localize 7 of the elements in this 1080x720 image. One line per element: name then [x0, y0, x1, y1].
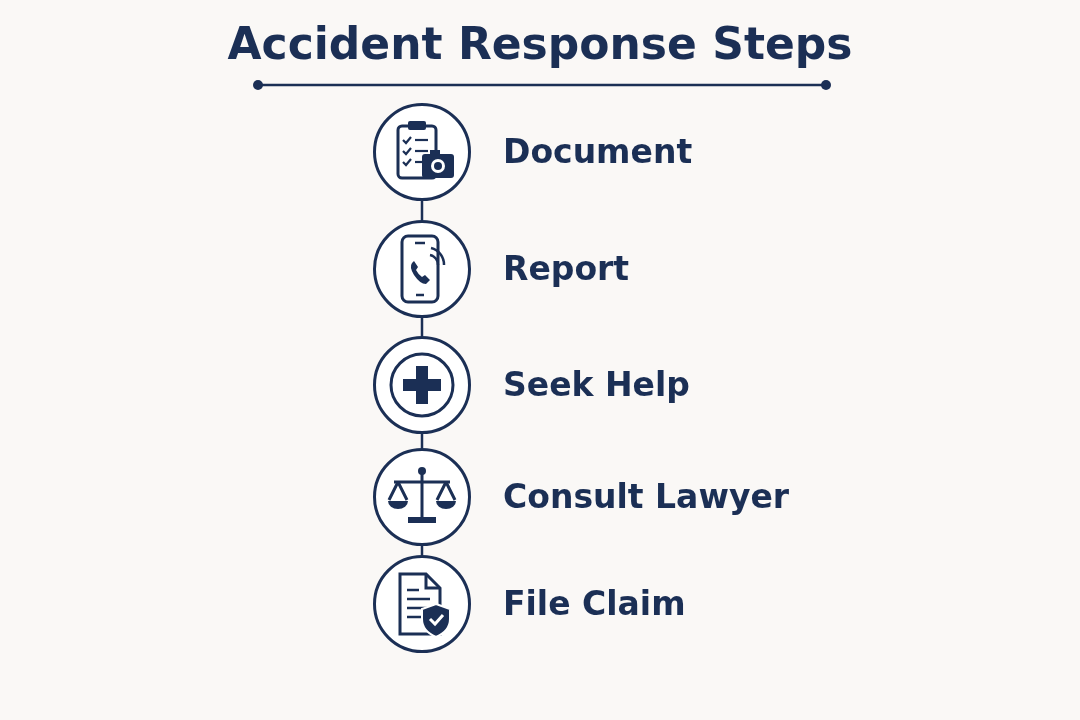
step-label: Consult Lawyer: [503, 477, 790, 517]
connector-line: [420, 201, 424, 220]
step-label: Document: [503, 132, 693, 172]
step-label: Seek Help: [503, 365, 690, 405]
title: Accident Response Steps: [226, 18, 854, 69]
step-label: Report: [503, 249, 630, 289]
step-label: File Claim: [503, 584, 686, 624]
